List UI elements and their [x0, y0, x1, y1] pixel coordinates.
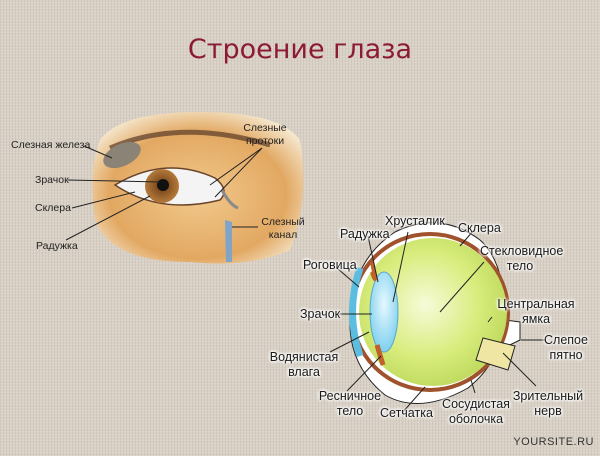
label-fovea: Центральная ямка	[497, 297, 575, 326]
label-tear-ducts: Слезные протоки	[243, 122, 287, 147]
label-lens: Хрусталик	[385, 214, 445, 228]
label-iris-external: Радужка	[36, 240, 78, 252]
label-lacrimal-gland: Слезная железа	[11, 139, 91, 151]
label-sclera: Склера	[458, 221, 501, 235]
page-title: Строение глаза	[187, 34, 413, 65]
label-pupil: Зрачок	[300, 307, 341, 321]
label-choroid: Сосудистая оболочка	[442, 397, 510, 426]
label-retina: Сетчатка	[380, 406, 433, 420]
cross-section-illustration	[349, 222, 521, 404]
label-sclera-external: Склера	[35, 202, 71, 214]
label-cornea: Роговица	[303, 258, 357, 272]
label-optic-nerve: Зрительный нерв	[512, 389, 584, 418]
external-leader-lines	[65, 145, 263, 241]
label-iris: Радужка	[340, 227, 390, 241]
label-lacrimal-canal: Слезный канал	[261, 216, 305, 241]
label-blind-spot: Слепое пятно	[544, 333, 588, 362]
label-vitreous-body: Стекловидное тело	[480, 244, 564, 273]
label-aqueous-humor: Водянистая влага	[269, 350, 339, 379]
label-ciliary-body: Ресничное тело	[318, 389, 382, 418]
cross-section-leader-lines	[329, 229, 545, 414]
label-pupil-external: Зрачок	[35, 174, 69, 186]
watermark: YOURSITE.RU	[513, 436, 594, 448]
external-eye-illustration	[92, 112, 304, 264]
